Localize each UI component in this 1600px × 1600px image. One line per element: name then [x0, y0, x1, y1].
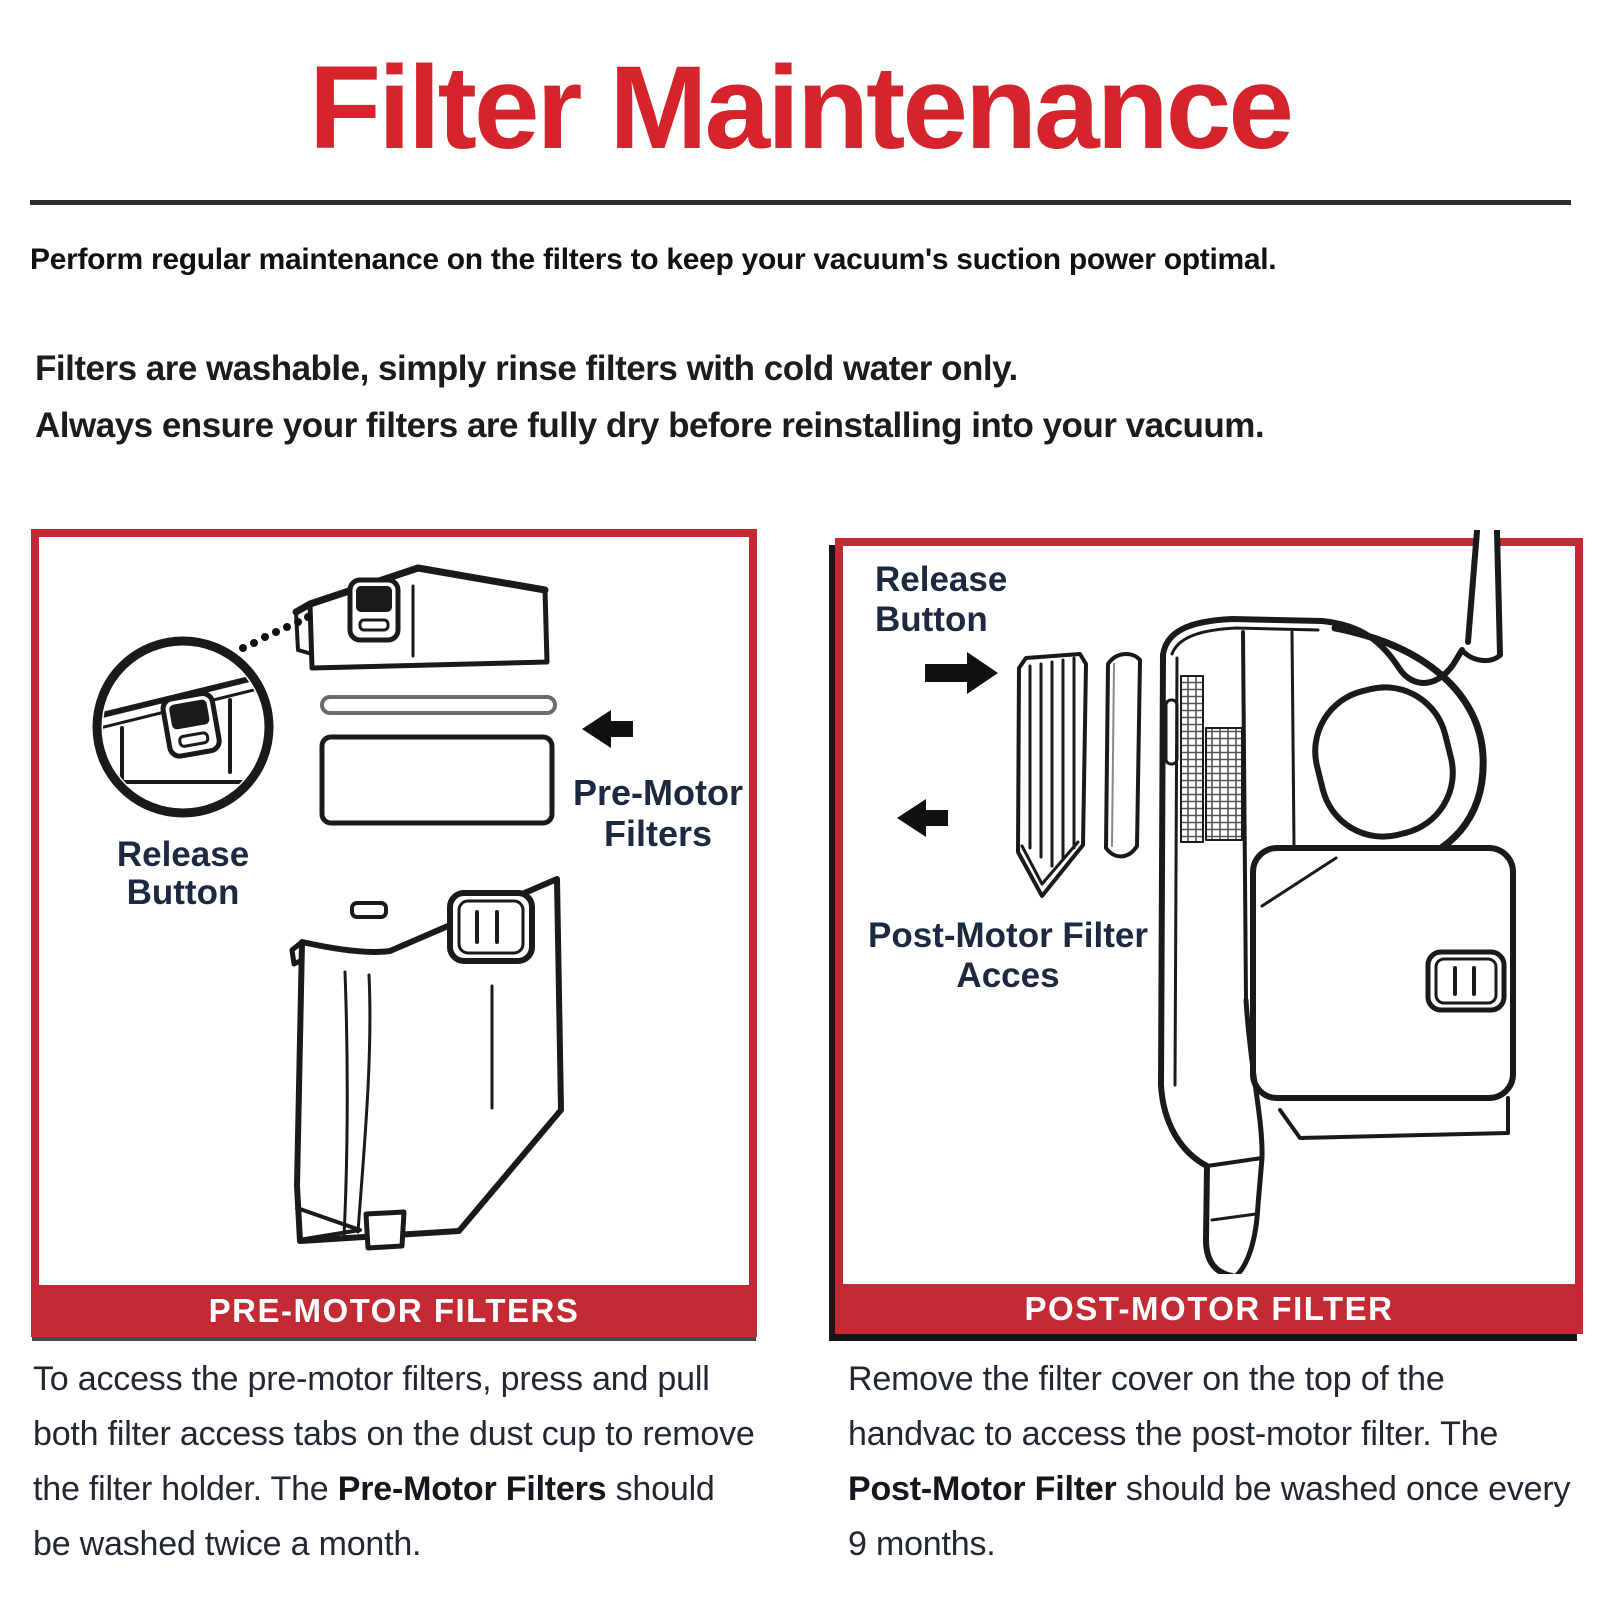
post-motor-banner: POST-MOTOR FILTER	[835, 1284, 1583, 1334]
intro-text: Perform regular maintenance on the filte…	[30, 243, 1277, 276]
post-motor-caption: Remove the filter cover on the top of th…	[848, 1360, 1571, 1563]
pre-motor-banner: PRE-MOTOR FILTERS	[31, 1285, 757, 1337]
note-line-1: Filters are washable, simply rinse filte…	[35, 349, 1018, 388]
pre-motor-panel: PRE-MOTOR FILTERS	[31, 529, 757, 1337]
title-divider	[30, 200, 1571, 205]
pre-motor-caption: To access the pre-motor filters, press a…	[33, 1360, 755, 1563]
release-button-label-right: Release Button	[875, 560, 1008, 639]
pre-motor-filters-label: Pre-Motor Filters	[573, 772, 743, 854]
note-line-2: Always ensure your filters are fully dry…	[35, 406, 1265, 445]
page-title: Filter Maintenance	[308, 42, 1294, 174]
release-button-label-left: Release Button	[116, 835, 250, 912]
post-motor-filter-access-label: Post-Motor Filter Acces	[868, 916, 1148, 995]
